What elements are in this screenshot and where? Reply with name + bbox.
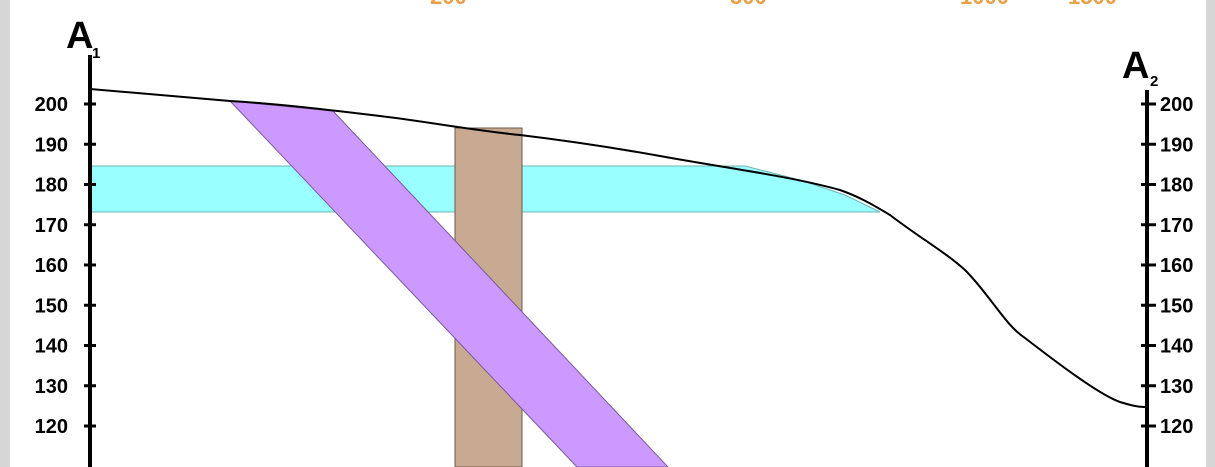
top-label-4: 1500	[1068, 0, 1117, 9]
right-tick-label: 120	[1160, 416, 1193, 438]
left-tick-label: 120	[35, 416, 68, 438]
left-tick-label: 180	[35, 175, 68, 197]
top-label-1: 200	[430, 0, 467, 9]
right-axis-title: A	[1122, 45, 1149, 87]
right-tick-label: 180	[1160, 175, 1193, 197]
left-tick-label: 130	[35, 376, 68, 398]
left-tick-label: 190	[35, 134, 68, 156]
top-label-2: 300	[730, 0, 767, 9]
left-axis-subscript: 1	[92, 45, 100, 62]
left-tick-label: 160	[35, 255, 68, 277]
left-axis-ticks: 200 190 180 170 160 150 140 130 120	[35, 94, 96, 438]
right-axis-ticks: 200 190 180 170 160 150 140 130 120	[1141, 94, 1193, 438]
right-tick-label: 160	[1160, 255, 1193, 277]
right-tick-label: 200	[1160, 94, 1193, 116]
right-tick-label: 190	[1160, 134, 1193, 156]
left-axis-title: A	[66, 15, 93, 57]
right-tick-label: 140	[1160, 336, 1193, 358]
right-tick-label: 150	[1160, 295, 1193, 317]
left-tick-label: 170	[35, 215, 68, 237]
right-tick-label: 170	[1160, 215, 1193, 237]
right-axis-subscript: 2	[1150, 73, 1158, 90]
top-label-3: 1000	[960, 0, 1009, 9]
left-tick-label: 200	[35, 94, 68, 116]
right-tick-label: 130	[1160, 376, 1193, 398]
left-tick-label: 140	[35, 336, 68, 358]
left-tick-label: 150	[35, 295, 68, 317]
canvas-background	[10, 0, 1206, 467]
